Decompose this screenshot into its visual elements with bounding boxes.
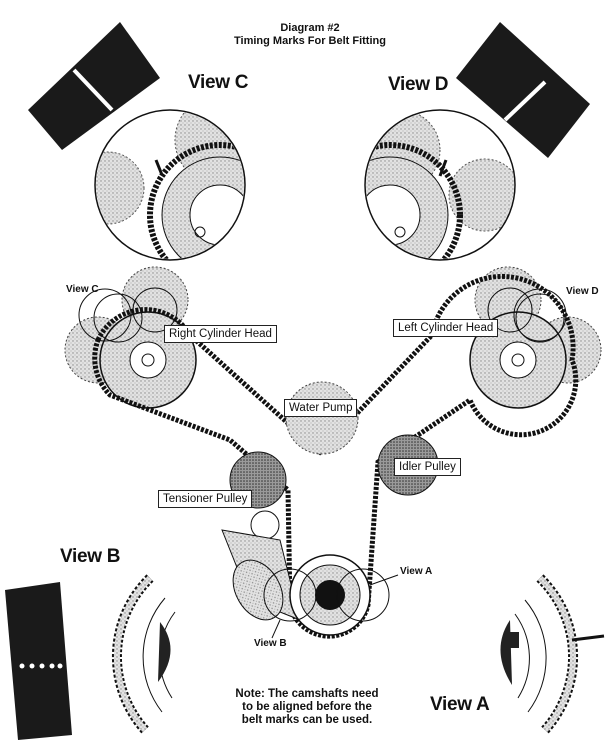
water-pump-label: Water Pump (284, 399, 358, 417)
view-b-heading: View B (60, 546, 121, 567)
view-a-crank-pulley-detail (500, 574, 605, 734)
view-d-belt-detail (456, 22, 590, 158)
view-d-callout-circle (515, 293, 565, 343)
right-cylinder-head-label: Right Cylinder Head (164, 325, 277, 343)
view-b-crank-pulley-detail (112, 574, 176, 734)
view-b-callout-label: View B (254, 638, 287, 649)
view-d-heading: View D (388, 74, 449, 95)
note-line3: belt marks can be used. (241, 714, 373, 726)
left-cylinder-head-label: Left Cylinder Head (393, 319, 499, 337)
diagram-title-line2: Timing Marks For Belt Fitting (234, 35, 386, 47)
view-c-magnified-circle (94, 109, 246, 261)
timing-belt (92, 273, 579, 639)
view-a-leader (369, 574, 399, 586)
note-line2: to be aligned before the (242, 701, 372, 713)
view-c-belt-detail (28, 22, 160, 150)
diagram-title-line1: Diagram #2 (280, 22, 340, 34)
tensioner-pulley-label: Tensioner Pulley (158, 490, 253, 508)
view-d-callout-label: View D (566, 286, 599, 297)
view-b-leader (271, 619, 281, 639)
view-a-heading: View A (430, 694, 490, 715)
view-a-callout-label: View A (400, 566, 433, 577)
idler-pulley-label: Idler Pulley (394, 458, 461, 476)
view-b-belt-detail (5, 582, 72, 740)
view-d-magnified-circle (364, 109, 516, 261)
note-line1: Note: The camshafts need (235, 688, 379, 700)
view-c-callout-circle (93, 293, 143, 343)
water-pump (285, 381, 359, 455)
camshaft-alignment-note: Note: The camshafts need to be aligned b… (222, 688, 392, 727)
diagram-title: Diagram #2 Timing Marks For Belt Fitting (230, 22, 390, 48)
view-c-callout-label: View C (66, 284, 99, 295)
view-c-heading: View C (188, 72, 249, 93)
crankshaft-pulley (263, 554, 390, 636)
